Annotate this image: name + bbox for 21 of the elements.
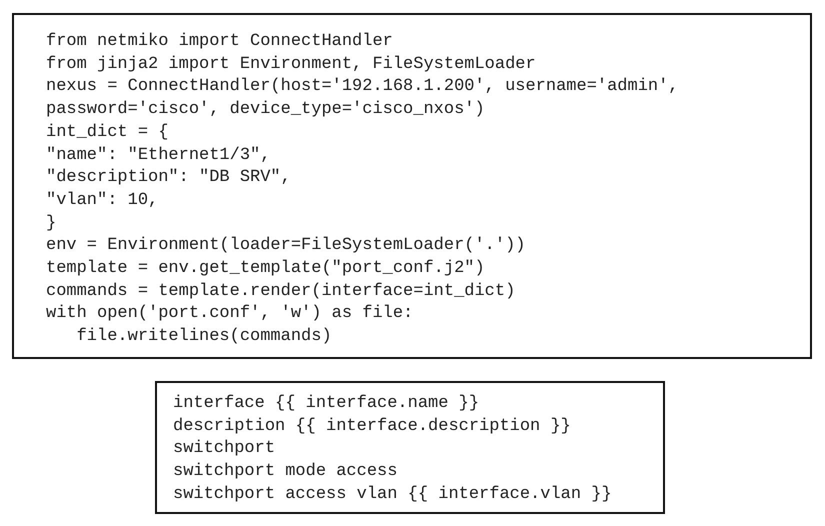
code-line: switchport mode access	[173, 461, 398, 484]
code-line: "name": "Ethernet1/3",	[46, 144, 270, 167]
code-line: from jinja2 import Environment, FileSystemLoader	[46, 54, 536, 76]
code-line: }	[46, 212, 56, 235]
code-line: nexus = ConnectHandler(host='192.168.1.200', username='admin',	[46, 76, 679, 98]
code-line: template = env.get_template("port_conf.j2")	[46, 258, 485, 280]
code-line: description {{ interface.description }}	[173, 416, 571, 438]
code-line: interface {{ interface.name }}	[173, 393, 480, 415]
code-line: env = Environment(loader=FileSystemLoader('.'))	[46, 235, 526, 258]
code-line: with open('port.conf', 'w') as file:	[46, 303, 414, 326]
code-line: "vlan": 10,	[46, 190, 158, 212]
code-line: from netmiko import ConnectHandler	[46, 31, 393, 53]
code-panel	[12, 13, 812, 359]
code-line: switchport access vlan {{ interface.vlan }}	[173, 484, 612, 506]
code-panel	[155, 381, 665, 514]
code-line: int_dict = {	[46, 122, 168, 144]
code-line: password='cisco', device_type='cisco_nxos')	[46, 99, 485, 122]
code-line: commands = template.render(interface=int_dict)	[46, 280, 516, 303]
code-line: "description": "DB SRV",	[46, 167, 291, 190]
code-line: switchport	[173, 438, 276, 460]
code-line: file.writelines(commands)	[76, 326, 332, 348]
